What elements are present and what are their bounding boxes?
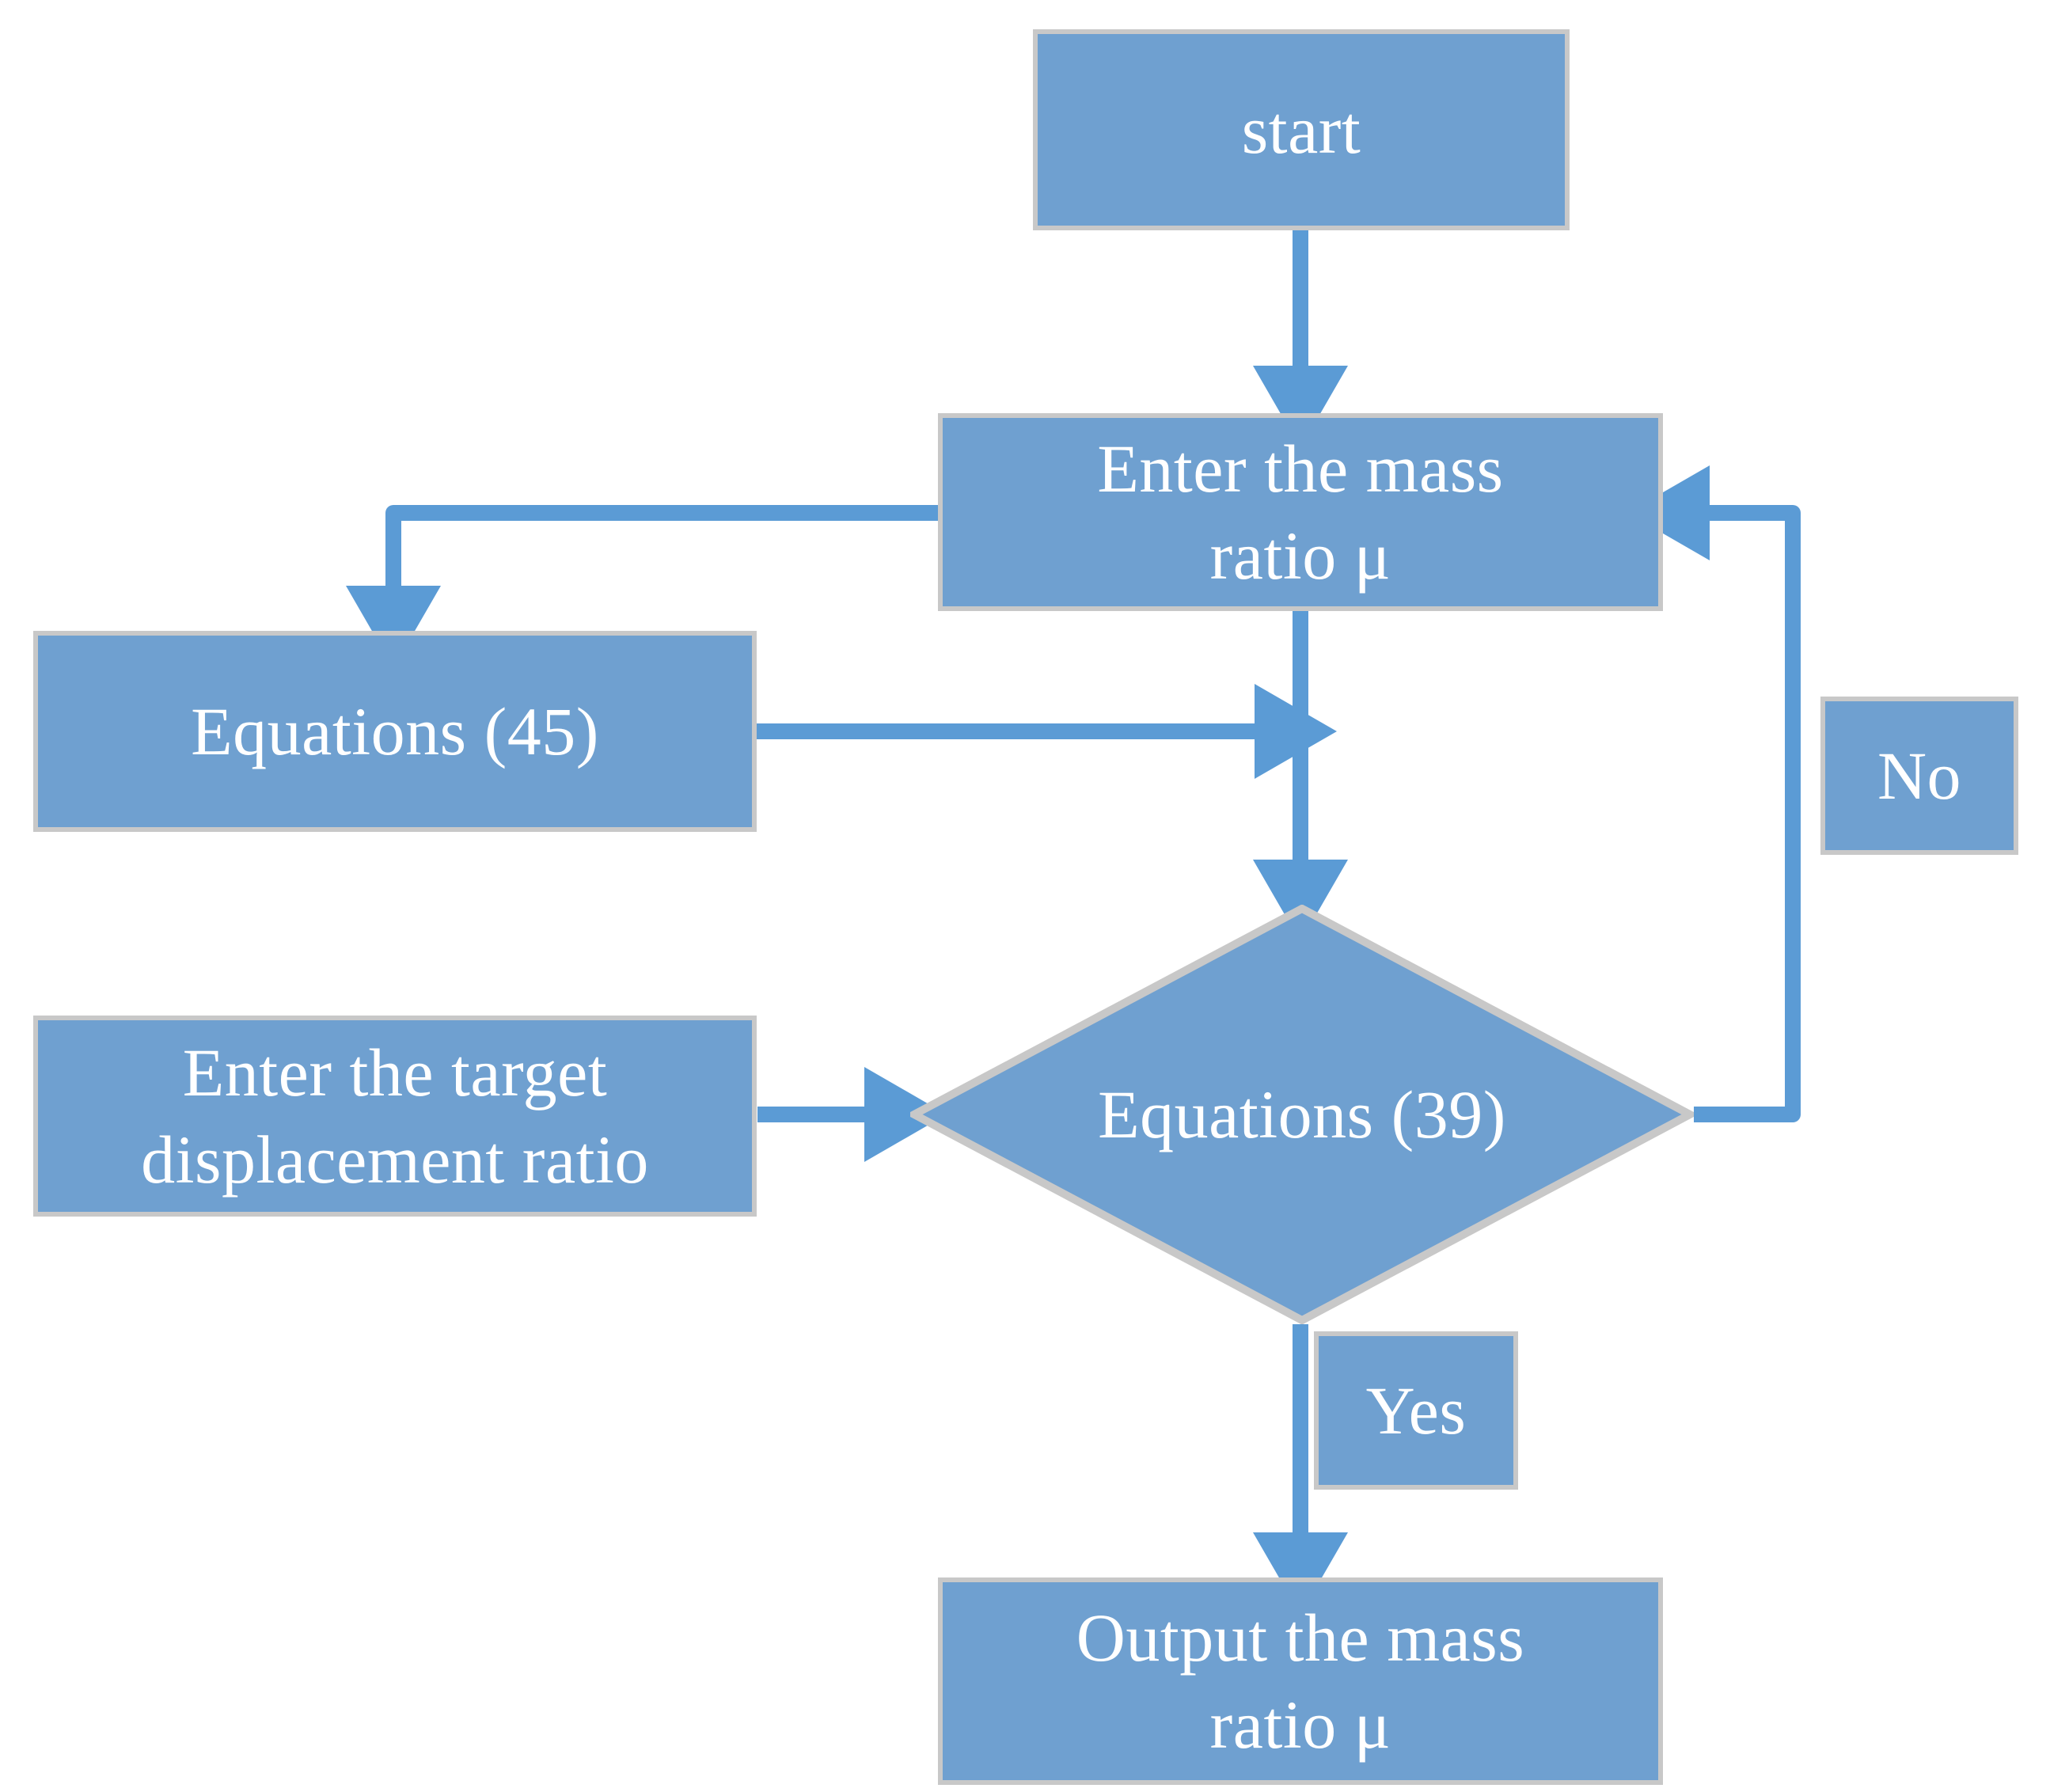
node-enter-mass-ratio[interactable]: Enter the mass ratio μ <box>938 413 1663 611</box>
node-equations-45[interactable]: Equations (45) <box>33 631 757 832</box>
node-enter-target-displacement-ratio-label: Enter the target displacement ratio <box>141 1034 649 1198</box>
diamond-shape <box>910 905 1694 1324</box>
edge-label-yes: Yes <box>1314 1331 1518 1490</box>
node-enter-target-displacement-ratio[interactable]: Enter the target displacement ratio <box>33 1016 757 1217</box>
edge-label-no: No <box>1820 697 2018 855</box>
node-output-mass-ratio-label: Output the mass ratio μ <box>1076 1599 1525 1763</box>
edge-decision-no-to-enter-mass-ratio <box>1627 465 1801 1122</box>
node-start-label: start <box>1241 91 1361 168</box>
edge-enter-mass-ratio-to-equations45 <box>346 505 938 668</box>
edge-label-yes-text: Yes <box>1365 1372 1467 1448</box>
edge-label-no-text: No <box>1877 737 1962 814</box>
node-start[interactable]: start <box>1033 29 1570 230</box>
node-decision-equations-39[interactable]: Equations (39) <box>910 905 1694 1324</box>
node-equations-45-label: Equations (45) <box>191 693 599 769</box>
node-enter-mass-ratio-label: Enter the mass ratio μ <box>1097 430 1504 594</box>
node-output-mass-ratio[interactable]: Output the mass ratio μ <box>938 1577 1663 1785</box>
